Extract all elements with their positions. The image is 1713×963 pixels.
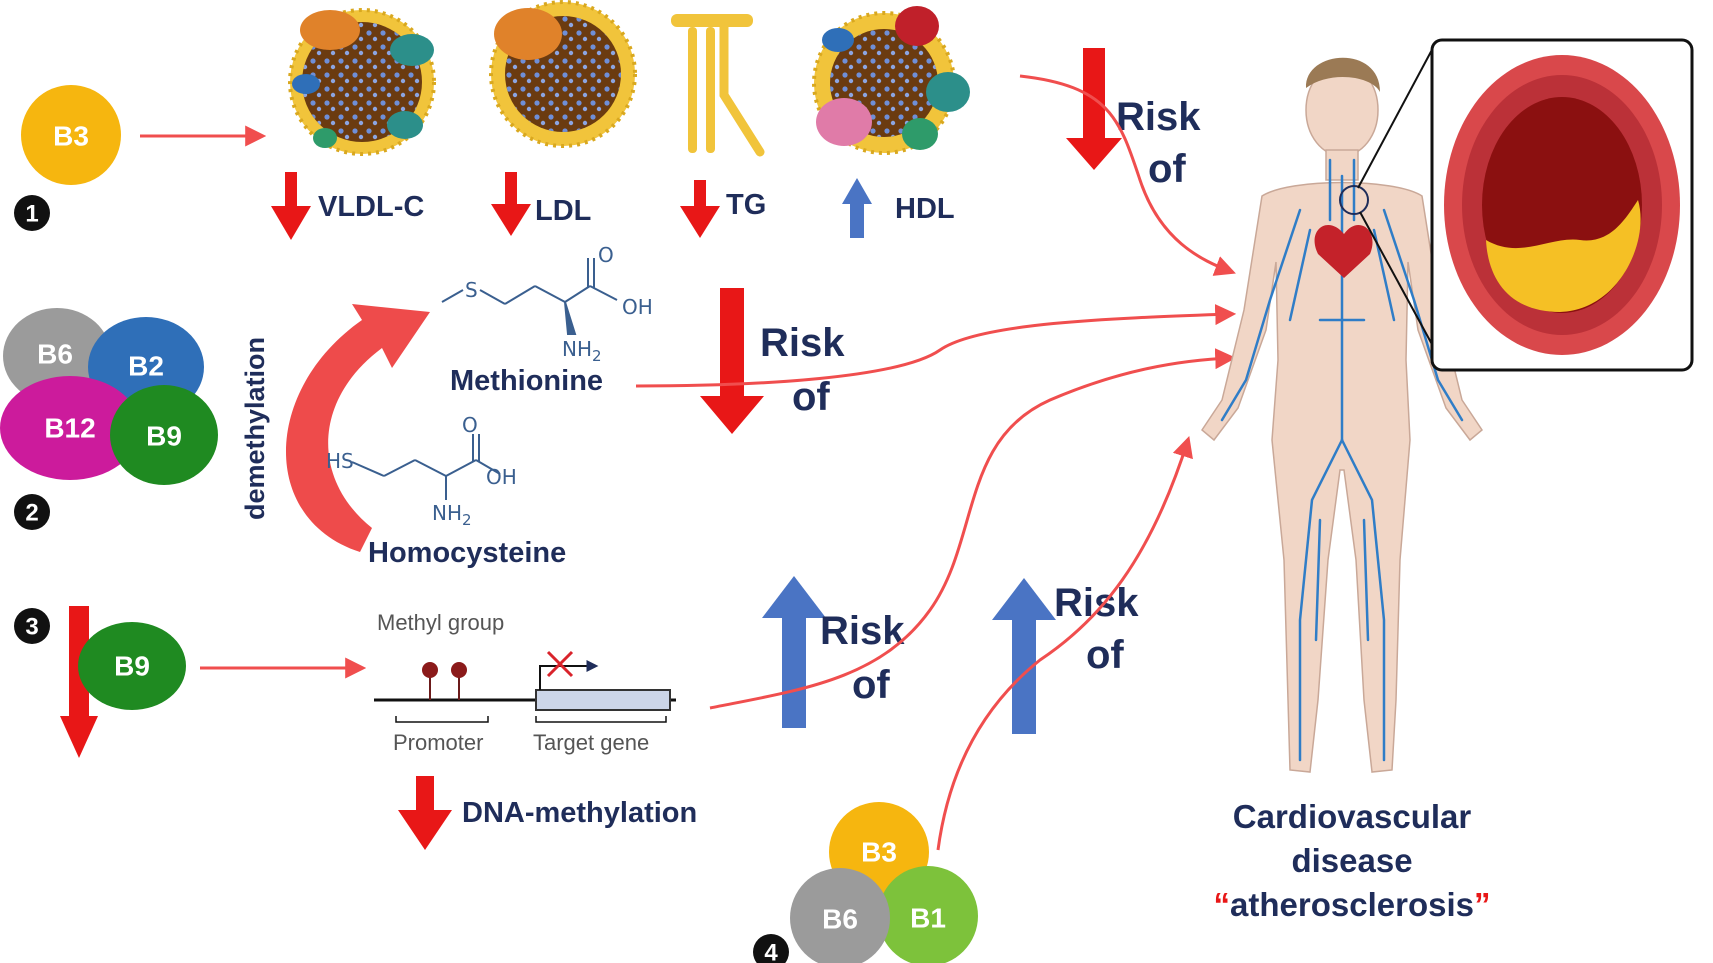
homocysteine-structure — [351, 434, 501, 500]
ldl-particle-icon — [489, 0, 637, 148]
promoter-label: Promoter — [393, 730, 483, 755]
dna-methylation-down-arrow — [398, 776, 452, 850]
target-gene-label: Target gene — [533, 730, 649, 755]
ldl-label: LDL — [535, 195, 591, 227]
tg-label: TG — [726, 189, 766, 221]
ldl-down-arrow — [491, 172, 531, 236]
homocysteine-o: O — [462, 413, 478, 437]
risk-2-down-arrow — [700, 288, 764, 434]
methionine-structure — [441, 258, 618, 335]
step-number-3: 3 — [14, 608, 50, 644]
risk-1-connector — [1019, 74, 1236, 276]
step-number-1: 1 — [14, 195, 50, 231]
svg-text:B3: B3 — [861, 837, 897, 868]
methionine-nh2: NH2 — [562, 337, 602, 365]
hdl-up-arrow — [842, 178, 872, 238]
outcome-label: Cardiovascular disease “atherosclerosis” — [1214, 798, 1491, 923]
homocysteine-hs: HS — [326, 449, 354, 473]
vitamin-b9-circle-3: B9 — [78, 622, 186, 710]
risk-1-label: Risk — [1116, 95, 1201, 139]
homocysteine-oh: OH — [486, 465, 517, 489]
pathway-3: 3 B9 Methyl group Promoter Target gene — [14, 348, 1237, 850]
methionine-o: O — [598, 243, 614, 267]
svg-text:B3: B3 — [53, 121, 89, 152]
risk-2-connector — [635, 304, 1237, 388]
risk-1-down-arrow — [1066, 48, 1122, 170]
methyl-group-label: Methyl group — [377, 610, 504, 635]
risk-3-up-arrow — [762, 576, 826, 728]
homocysteine-nh2: NH2 — [432, 501, 472, 529]
hdl-label: HDL — [895, 193, 955, 225]
svg-text:4: 4 — [764, 940, 778, 963]
pathway-4: 4 B3 B1 B6 Risk of — [753, 435, 1193, 963]
svg-text:B1: B1 — [910, 903, 946, 934]
demethylation-label: demethylation — [240, 337, 270, 520]
outcome-line-3: “atherosclerosis” — [1214, 886, 1491, 923]
vldl-label: VLDL-C — [318, 191, 424, 223]
risk-4-label: Risk — [1054, 581, 1139, 625]
svg-text:B9: B9 — [114, 651, 150, 682]
risk-2-of: of — [792, 375, 830, 419]
methionine-label: Methionine — [450, 365, 603, 397]
zoom-line-top — [1357, 45, 1435, 189]
risk-1-of: of — [1148, 147, 1186, 191]
hdl-particle-icon — [812, 6, 970, 155]
svg-text:2: 2 — [25, 500, 38, 527]
svg-text:B6: B6 — [37, 339, 73, 370]
gene-diagram — [374, 650, 676, 723]
zoom-line-bottom — [1359, 211, 1435, 349]
pathway-2: 2 B6 B2 B12 B9 demethylation — [0, 243, 1237, 569]
risk-3-connector — [709, 348, 1237, 710]
homocysteine-label: Homocysteine — [368, 537, 566, 569]
risk-2-label: Risk — [760, 321, 845, 365]
pathway-1: 1 B3 — [14, 0, 1236, 276]
risk-4-connector — [936, 435, 1193, 851]
vitamin-b6-circle-4: B6 — [790, 868, 890, 963]
vitamin-b12-circle: B12 — [0, 376, 140, 480]
svg-text:B2: B2 — [128, 351, 164, 382]
tg-down-arrow — [680, 180, 720, 238]
vitamin-b9-circle: B9 — [110, 385, 218, 485]
svg-text:1: 1 — [25, 201, 38, 228]
methionine-s: S — [465, 278, 478, 302]
triglyceride-icon — [671, 14, 765, 157]
vldl-particle-icon — [288, 8, 436, 156]
vascular-system — [1220, 158, 1464, 762]
vitamin-b1-circle: B1 — [878, 866, 978, 963]
vitamin-b3-circle: B3 — [21, 85, 121, 185]
svg-text:B6: B6 — [822, 904, 858, 935]
human-body-figure — [1201, 45, 1483, 773]
artery-cross-section — [1430, 38, 1694, 372]
svg-text:B12: B12 — [44, 413, 95, 444]
risk-3-label: Risk — [820, 609, 905, 653]
outcome-line-2: disease — [1291, 842, 1412, 879]
step-number-4: 4 — [753, 934, 789, 963]
vldl-down-arrow — [271, 172, 311, 240]
demethylation-arrow — [285, 304, 430, 552]
dna-methylation-label: DNA-methylation — [462, 797, 697, 829]
heart-icon — [1314, 185, 1373, 278]
risk-4-of: of — [1086, 633, 1124, 677]
methionine-oh: OH — [622, 295, 653, 319]
svg-text:B9: B9 — [146, 421, 182, 452]
step-number-2: 2 — [14, 494, 50, 530]
risk-4-up-arrow — [992, 578, 1056, 734]
outcome-line-1: Cardiovascular — [1233, 798, 1472, 835]
svg-text:3: 3 — [25, 614, 38, 641]
